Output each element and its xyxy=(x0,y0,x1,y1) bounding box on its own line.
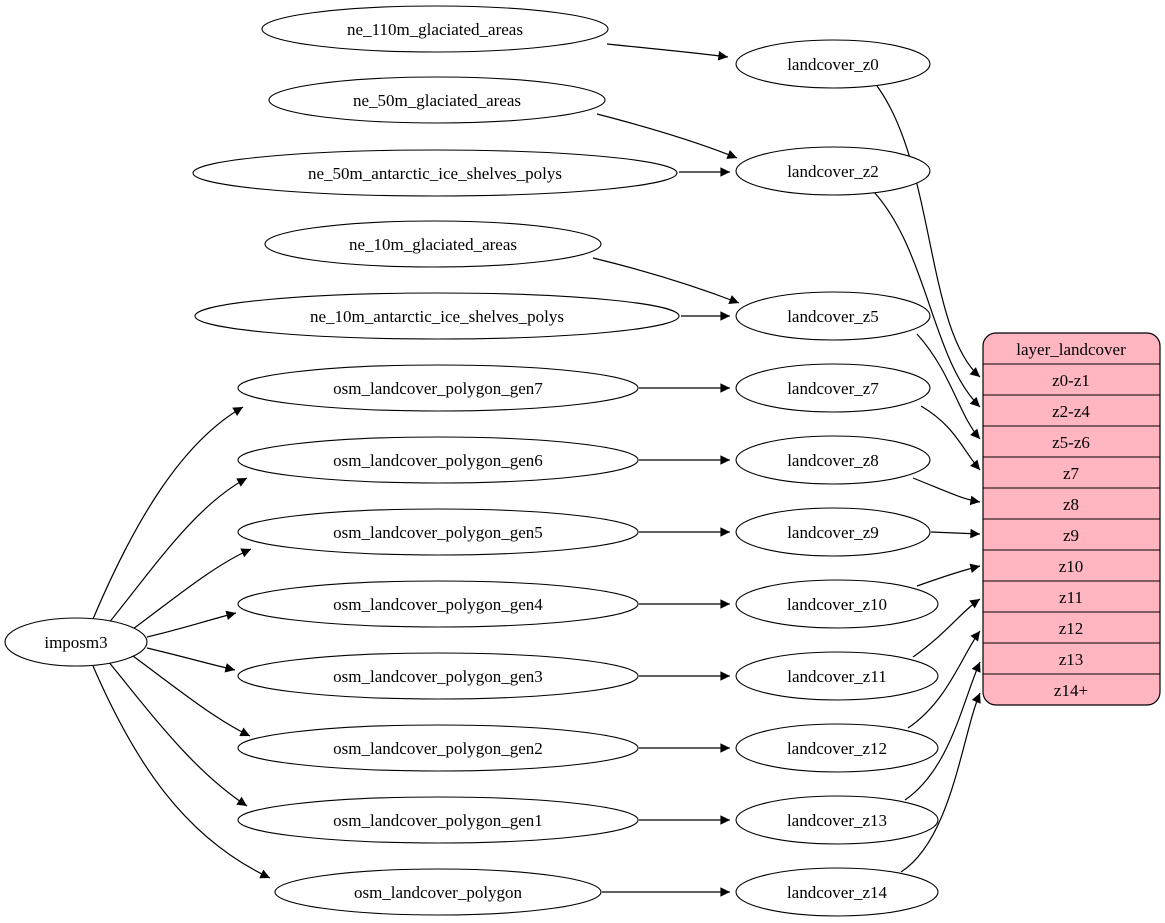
node-osm-landcover-polygon: osm_landcover_polygon xyxy=(274,868,602,916)
table-row-label: z5-z6 xyxy=(1052,433,1090,452)
table-row-label: z9 xyxy=(1063,526,1079,545)
edge-imposm3-to-gen1 xyxy=(107,660,248,807)
node-osm-landcover-polygon-gen7: osm_landcover_polygon_gen7 xyxy=(237,364,639,412)
edge-z2-to-row-z2z4 xyxy=(873,191,981,408)
node-label: landcover_z7 xyxy=(787,379,879,398)
node-landcover-z11: landcover_z11 xyxy=(735,651,939,701)
edge-z7-to-row-z7 xyxy=(920,405,981,471)
node-label: landcover_z11 xyxy=(787,667,886,686)
table-row-label: z13 xyxy=(1059,650,1084,669)
table-title: layer_landcover xyxy=(1016,340,1126,359)
node-label: landcover_z2 xyxy=(787,162,879,181)
node-osm-landcover-polygon-gen6: osm_landcover_polygon_gen6 xyxy=(237,436,639,484)
node-ne-10m-glaciated-areas: ne_10m_glaciated_areas xyxy=(264,220,602,268)
node-ne-10m-antarctic-ice-shelves-polys: ne_10m_antarctic_ice_shelves_polys xyxy=(194,292,680,340)
node-label: landcover_z12 xyxy=(787,739,887,758)
edge-z5-to-row-z5z6 xyxy=(916,333,981,440)
node-osm-landcover-polygon-gen1: osm_landcover_polygon_gen1 xyxy=(237,796,639,844)
node-label: osm_landcover_polygon_gen3 xyxy=(333,667,543,686)
node-label: landcover_z0 xyxy=(787,55,879,74)
node-label: ne_50m_glaciated_areas xyxy=(353,91,521,110)
edge-imposm3-to-gen7 xyxy=(92,406,244,620)
node-osm-landcover-polygon-gen2: osm_landcover_polygon_gen2 xyxy=(237,724,639,772)
edge-z9-to-row-z9 xyxy=(930,528,981,539)
node-label: ne_50m_antarctic_ice_shelves_polys xyxy=(308,164,562,183)
node-label: landcover_z13 xyxy=(787,811,887,830)
edge-z10-to-row-z10 xyxy=(916,563,981,587)
node-osm-landcover-polygon-gen5: osm_landcover_polygon_gen5 xyxy=(237,508,639,556)
node-landcover-z0: landcover_z0 xyxy=(735,39,931,89)
node-osm-landcover-polygon-gen3: osm_landcover_polygon_gen3 xyxy=(237,652,639,700)
edge-ne10m-glac-to-z5 xyxy=(592,257,740,305)
node-ne-50m-antarctic-ice-shelves-polys: ne_50m_antarctic_ice_shelves_polys xyxy=(192,149,678,197)
edge-z11-to-row-z11 xyxy=(912,598,981,658)
edge-imposm3-to-gen3 xyxy=(146,647,236,673)
node-ne-110m-glaciated-areas: ne_110m_glaciated_areas xyxy=(261,5,609,53)
node-label: ne_10m_antarctic_ice_shelves_polys xyxy=(310,307,564,326)
edge-imposm3-to-gen5 xyxy=(128,548,252,633)
node-label: osm_landcover_polygon_gen1 xyxy=(333,811,543,830)
node-landcover-z12: landcover_z12 xyxy=(735,723,939,773)
edge-z0-to-row-z0z1 xyxy=(876,85,981,378)
table-row-label: z12 xyxy=(1059,619,1084,638)
edge-z12-to-row-z12 xyxy=(907,630,981,729)
edge-imposm3-to-polygon xyxy=(92,665,271,879)
edge-ne110m-to-z0 xyxy=(606,43,729,61)
table-row-label: z10 xyxy=(1059,557,1084,576)
table-row-label: z11 xyxy=(1059,588,1083,607)
node-label: ne_110m_glaciated_areas xyxy=(347,20,523,39)
node-landcover-z13: landcover_z13 xyxy=(735,795,939,845)
node-imposm3: imposm3 xyxy=(4,617,148,667)
node-landcover-z9: landcover_z9 xyxy=(735,507,931,557)
node-label: landcover_z8 xyxy=(787,451,879,470)
node-osm-landcover-polygon-gen4: osm_landcover_polygon_gen4 xyxy=(237,580,639,628)
node-label: ne_10m_glaciated_areas xyxy=(349,235,517,254)
node-label: osm_landcover_polygon xyxy=(354,883,523,902)
node-label: osm_landcover_polygon_gen2 xyxy=(333,739,543,758)
table-row-label: z8 xyxy=(1063,495,1079,514)
node-landcover-z14: landcover_z14 xyxy=(735,867,939,917)
table-row-label: z0-z1 xyxy=(1052,371,1090,390)
edge-z8-to-row-z8 xyxy=(912,477,981,506)
node-label: imposm3 xyxy=(44,633,107,652)
node-label: osm_landcover_polygon_gen6 xyxy=(333,451,543,470)
edge-imposm3-to-gen2 xyxy=(128,652,251,737)
node-ne-50m-glaciated-areas: ne_50m_glaciated_areas xyxy=(268,76,606,124)
edge-ne50m-glac-to-z2 xyxy=(596,113,738,159)
table-row-label: z7 xyxy=(1063,464,1080,483)
node-landcover-z8: landcover_z8 xyxy=(735,435,931,485)
edge-imposm3-to-gen6 xyxy=(107,477,248,625)
node-label: landcover_z9 xyxy=(787,523,879,542)
node-label: landcover_z14 xyxy=(787,883,888,902)
node-label: landcover_z10 xyxy=(787,595,887,614)
table-row-label: z2-z4 xyxy=(1052,402,1090,421)
edge-z14-to-row-z14 xyxy=(900,692,981,873)
node-label: osm_landcover_polygon_gen7 xyxy=(333,379,543,398)
edge-z13-to-row-z13 xyxy=(904,661,981,801)
node-landcover-z5: landcover_z5 xyxy=(735,291,931,341)
node-landcover-z2: landcover_z2 xyxy=(735,146,931,196)
node-label: osm_landcover_polygon_gen5 xyxy=(333,523,543,542)
node-landcover-z10: landcover_z10 xyxy=(735,579,939,629)
table-row-label: z14+ xyxy=(1054,681,1088,700)
layer-landcover-table: layer_landcover z0-z1 z2-z4 z5-z6 z7 z8 … xyxy=(982,332,1161,706)
node-label: osm_landcover_polygon_gen4 xyxy=(333,595,543,614)
edge-imposm3-to-gen4 xyxy=(146,610,237,638)
node-label: landcover_z5 xyxy=(787,307,879,326)
node-landcover-z7: landcover_z7 xyxy=(735,363,931,413)
edge-layer xyxy=(92,43,981,897)
